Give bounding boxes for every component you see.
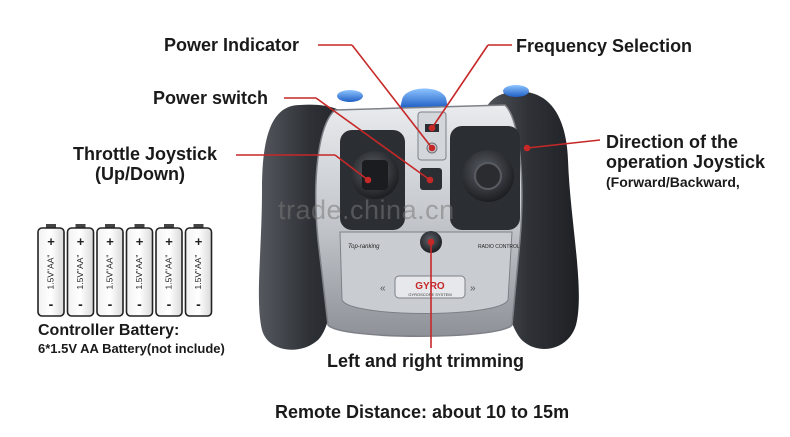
label-throttle-joystick: Throttle Joystick: [73, 144, 218, 164]
gyro-badge: [394, 275, 466, 299]
battery-cell: +1.5V"AA" -: [125, 224, 154, 317]
battery-voltage-text: 1.5V"AA": [134, 255, 144, 290]
gyro-badge-text: GYRO: [415, 281, 445, 292]
battery-plus-symbol: +: [165, 234, 173, 249]
battery-voltage-text: 1.5V"AA": [193, 255, 203, 290]
battery-minus-symbol: -: [49, 296, 54, 312]
battery-plus-symbol: +: [106, 234, 114, 249]
battery-minus-symbol: -: [108, 296, 113, 312]
svg-text:«: «: [380, 283, 386, 294]
battery-minus-symbol: -: [137, 296, 142, 312]
center-blue-cap: [400, 88, 448, 108]
battery-voltage-text: 1.5V"AA": [104, 255, 114, 290]
label-remote-distance: Remote Distance: about 10 to 15m: [275, 402, 570, 422]
battery-minus-symbol: -: [196, 296, 201, 312]
battery-plus-symbol: +: [47, 234, 55, 249]
battery-minus-symbol: -: [167, 296, 172, 312]
battery-plus-symbol: +: [195, 234, 203, 249]
label-direction-line2: operation Joystick: [606, 152, 766, 172]
battery-voltage-text: 1.5V"AA": [163, 255, 173, 290]
brand-label: Top-ranking: [348, 244, 380, 250]
label-controller-battery: Controller Battery:: [38, 322, 180, 339]
label-direction-line1: Direction of the: [606, 132, 739, 152]
battery-minus-symbol: -: [78, 296, 83, 312]
label-power-switch: Power switch: [153, 88, 269, 108]
battery-plus-symbol: +: [77, 234, 85, 249]
battery-voltage-text: 1.5V"AA": [75, 255, 85, 290]
pointer-lines: [236, 44, 601, 348]
label-left-right-trimming: Left and right trimming: [327, 351, 524, 371]
label-frequency-selection: Frequency Selection: [516, 36, 693, 56]
battery-voltage-text: 1.5V"AA": [45, 255, 55, 290]
label-power-indicator: Power Indicator: [164, 35, 300, 55]
label-direction-line3: (Forward/Backward,: [606, 174, 740, 190]
gyro-badge-subtext: GYROSCOPE SYSTEM: [408, 292, 451, 297]
label-battery-detail: 6*1.5V AA Battery(not include): [38, 341, 225, 356]
battery-cell: +1.5V"AA" -: [66, 224, 95, 317]
svg-text:»: »: [470, 283, 476, 294]
battery-cell: +1.5V"AA" -: [37, 224, 65, 317]
watermark: trade.china.cn: [278, 195, 455, 225]
mode-label: RADIO CONTROL: [478, 244, 520, 250]
right-shoulder-button: [503, 85, 529, 97]
battery-cell: +1.5V"AA" -: [155, 224, 183, 317]
battery-pack: +1.5V"AA" - +1.5V"AA" - +1.5V"AA" - +1.5V"AA" -…: [37, 224, 213, 317]
battery-cell: +1.5V"AA" -: [184, 224, 213, 317]
left-shoulder-button: [337, 90, 363, 102]
label-throttle-updown: (Up/Down): [95, 164, 185, 184]
battery-cell: +1.5V"AA" -: [96, 224, 124, 317]
battery-plus-symbol: +: [136, 234, 144, 249]
